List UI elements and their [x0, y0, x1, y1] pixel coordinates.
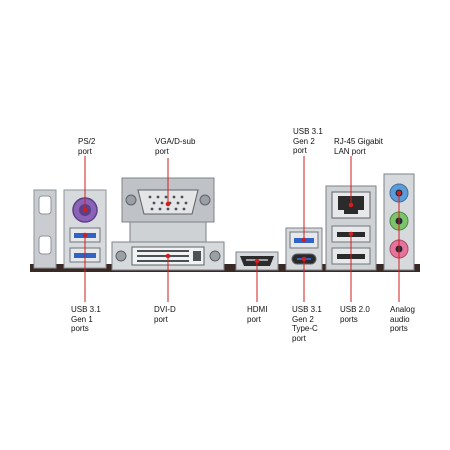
- leader-dot-ps2: [82, 207, 88, 213]
- leader-dot-vga: [165, 201, 171, 207]
- label-audio: Analog audio ports: [390, 305, 415, 333]
- label-vga: VGA/D-sub port: [155, 137, 196, 156]
- label-usb31-typec: USB 3.1 Gen 2 Type-C port: [292, 305, 322, 343]
- leader-dot-usb31-typec: [301, 256, 307, 262]
- label-rj45: RJ-45 Gigabit LAN port: [334, 137, 383, 156]
- leader-dot-dvi: [165, 253, 171, 259]
- leader-dot-usb20: [348, 231, 354, 237]
- leader-dot-rj45: [348, 202, 354, 208]
- pcb-edge: [30, 264, 420, 272]
- label-usb31-gen2: USB 3.1 Gen 2 port: [293, 127, 323, 155]
- leader-dot-usb31-gen1: [82, 232, 88, 238]
- leader-dot-hdmi: [254, 258, 260, 264]
- label-usb20: USB 2.0 ports: [340, 305, 370, 324]
- label-dvi: DVI-D port: [154, 305, 176, 324]
- leader-lines: [82, 156, 402, 302]
- label-usb31-gen1: USB 3.1 Gen 1 ports: [71, 305, 101, 333]
- label-hdmi: HDMI port: [247, 305, 268, 324]
- mounting-bracket: [33, 189, 57, 269]
- leader-dot-audio: [396, 190, 402, 196]
- label-ps2: PS/2 port: [78, 137, 96, 156]
- leader-dot-usb31-gen2: [301, 237, 307, 243]
